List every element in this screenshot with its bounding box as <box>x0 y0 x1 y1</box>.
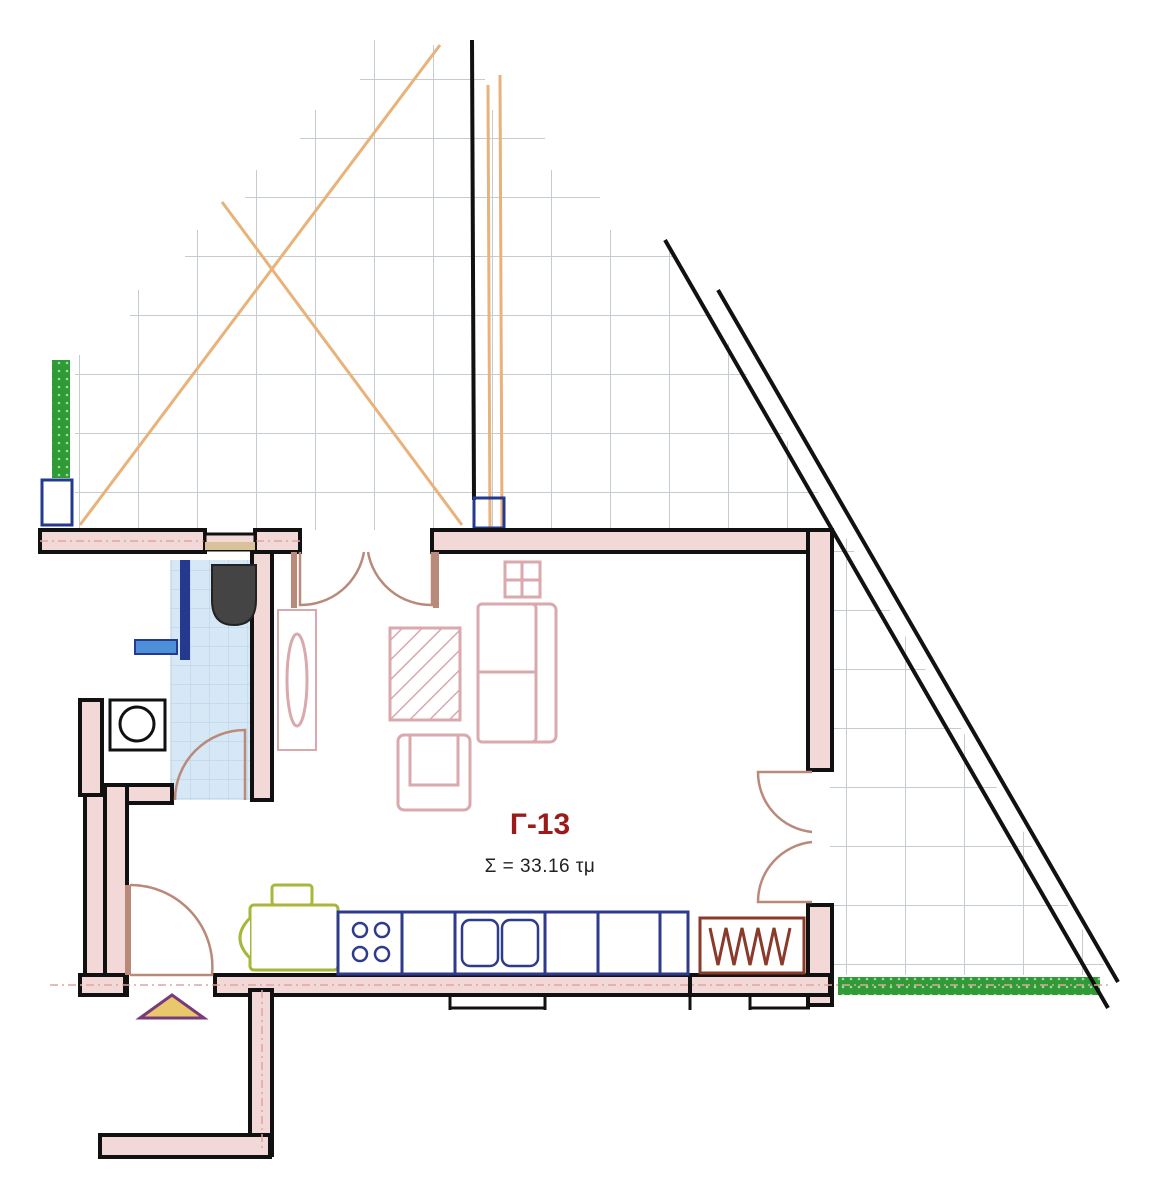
toilet-icon <box>211 564 257 627</box>
wardrobe <box>277 609 317 751</box>
double-sink-icon <box>460 918 540 968</box>
terrace-column <box>40 39 506 530</box>
walls <box>38 528 834 1159</box>
planters <box>52 360 1100 995</box>
armchair <box>396 733 472 812</box>
roof-beam-lines <box>78 44 504 531</box>
window-marks <box>448 995 810 1010</box>
terrace-double-door <box>291 551 439 608</box>
kitchen-counter <box>336 910 690 976</box>
radiator <box>698 916 806 975</box>
unit-code-label: Г-13 <box>509 808 571 841</box>
bathroom-door <box>173 728 247 801</box>
dining-table <box>238 883 350 972</box>
washing-machine-icon <box>108 698 167 752</box>
balustrade <box>663 239 1120 1009</box>
shower-fixture <box>134 560 190 660</box>
entrance-triangle-icon <box>135 993 209 1020</box>
terrace-tiles <box>75 40 1110 975</box>
cooktop-icon <box>351 921 391 963</box>
entrance-door <box>125 883 214 977</box>
side-double-door <box>756 770 813 904</box>
door-frames <box>203 532 257 552</box>
sofa <box>476 560 558 744</box>
unit-area-label: Σ = 33.16 τμ <box>484 856 596 877</box>
axis-lines <box>40 540 1110 1150</box>
coffee-table <box>388 626 462 722</box>
